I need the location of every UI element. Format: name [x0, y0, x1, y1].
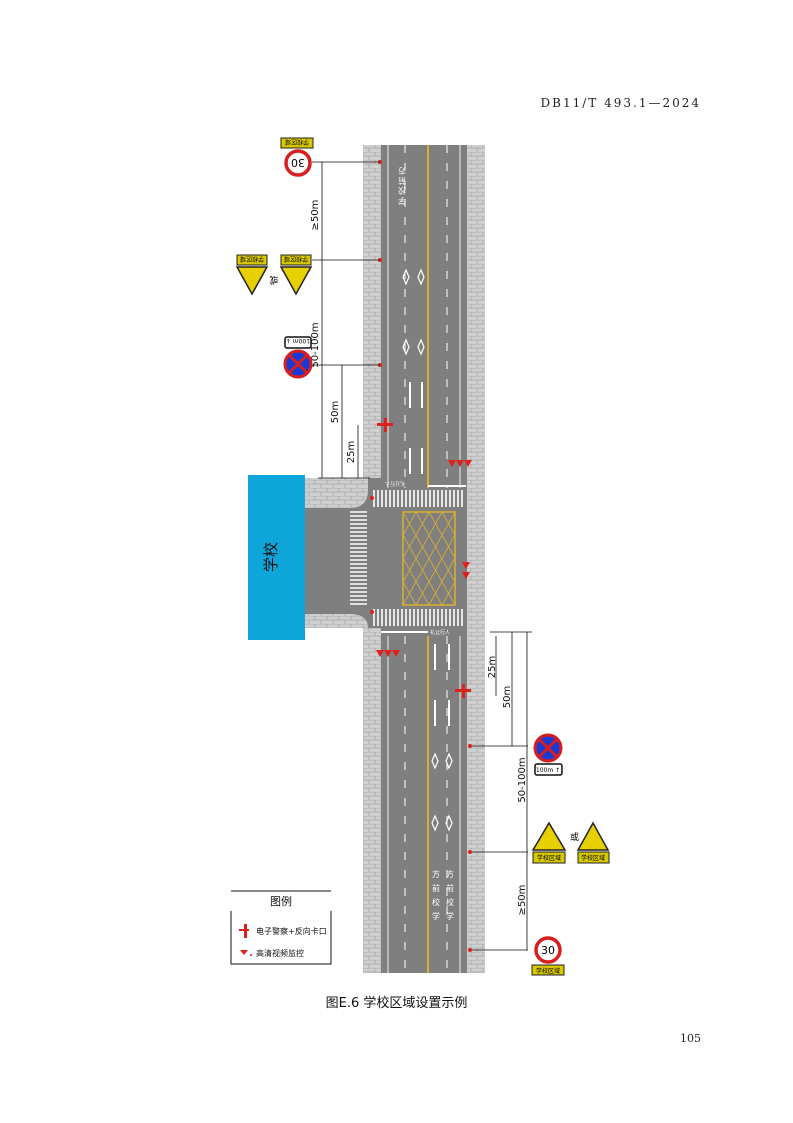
figure-caption: 图E.6 学校区域设置示例	[325, 996, 468, 1011]
svg-text:学校区域: 学校区域	[285, 138, 309, 146]
diamond-markings	[402, 268, 453, 832]
legend-item-0: 电子警察+反向卡口	[256, 926, 327, 936]
school-building	[248, 475, 305, 640]
svg-text:学: 学	[432, 911, 440, 921]
svg-text:校: 校	[432, 897, 440, 907]
svg-text:校: 校	[446, 897, 454, 907]
right-sidewalk	[466, 145, 485, 973]
svg-text:或: 或	[570, 831, 579, 843]
svg-text:100m ↓: 100m ↓	[286, 337, 310, 344]
crosswalk-side	[350, 511, 367, 605]
svg-text:方: 方	[398, 166, 406, 176]
school-warning-signs-top: 学校区域 学校区域 或	[235, 254, 313, 296]
crosswalk-south	[373, 609, 463, 626]
svg-text:前: 前	[446, 883, 454, 893]
speed-limit-sign-top: 学校区域 30	[280, 137, 314, 177]
dim-bottom-4: ≥50m	[517, 885, 528, 916]
electronic-police-icon	[239, 924, 249, 938]
school-label: 学校	[262, 542, 280, 572]
svg-text:或: 或	[269, 274, 278, 286]
dim-top-3: 50m	[330, 401, 341, 423]
legend-title: 图例	[270, 894, 292, 908]
crosswalk-text-south: 礼让行人	[430, 629, 450, 636]
dim-bottom-2: 50m	[502, 686, 513, 708]
svg-text:学: 学	[446, 911, 454, 921]
standard-code: DB11/T 493.1—2024	[540, 96, 701, 110]
svg-text:方: 方	[432, 869, 440, 879]
speed-limit-sign-bottom: 30 学校区域	[531, 936, 565, 976]
svg-text:校: 校	[398, 186, 406, 196]
legend-item-1: 高清视频监控	[256, 948, 304, 958]
main-road	[381, 145, 467, 973]
svg-text:30: 30	[541, 944, 555, 957]
legend: 图例 电子警察+反向卡口 高清视频监控	[230, 890, 332, 965]
hd-camera-icon	[240, 950, 252, 956]
school-warning-signs-bottom: 学校区域 或 学校区域	[531, 821, 610, 864]
svg-text:方: 方	[446, 869, 454, 879]
crosswalk-text-north: 礼让行人	[385, 480, 405, 487]
dim-bottom-1: 25m	[487, 656, 498, 678]
svg-text:30: 30	[291, 156, 305, 169]
svg-text:学校区域: 学校区域	[240, 255, 264, 263]
enforcement-devices	[370, 160, 472, 952]
dim-bottom-3: 50-100m	[517, 757, 528, 802]
svg-text:学校区域: 学校区域	[581, 854, 605, 862]
arrow-markings	[409, 382, 450, 726]
no-stopping-sign-bottom: 100m ↑	[533, 733, 563, 776]
svg-text:学: 学	[398, 196, 406, 206]
dim-top-4: 25m	[346, 441, 357, 463]
svg-text:前: 前	[432, 883, 440, 893]
svg-text:前: 前	[398, 176, 406, 186]
dim-top-2: 50-100m	[310, 322, 321, 367]
dimension-lines-bottom	[472, 631, 532, 951]
page-number: 105	[680, 1032, 701, 1045]
svg-text:学校区域: 学校区域	[284, 255, 308, 263]
svg-text:学校区域: 学校区域	[536, 967, 560, 975]
dim-top-1: ≥50m	[310, 200, 321, 231]
crosswalk-north	[373, 490, 463, 507]
svg-text:100m ↑: 100m ↑	[536, 767, 560, 774]
dimension-lines-top	[312, 161, 380, 479]
yellow-box-junction	[402, 511, 456, 606]
road-text-bottom: 学 校 前 方 学 校 前 方	[432, 869, 454, 921]
road-text-top: 学 校 前 方	[398, 166, 406, 206]
svg-text:学校区域: 学校区域	[537, 854, 561, 862]
no-stopping-sign-top: 100m ↓	[283, 336, 313, 379]
